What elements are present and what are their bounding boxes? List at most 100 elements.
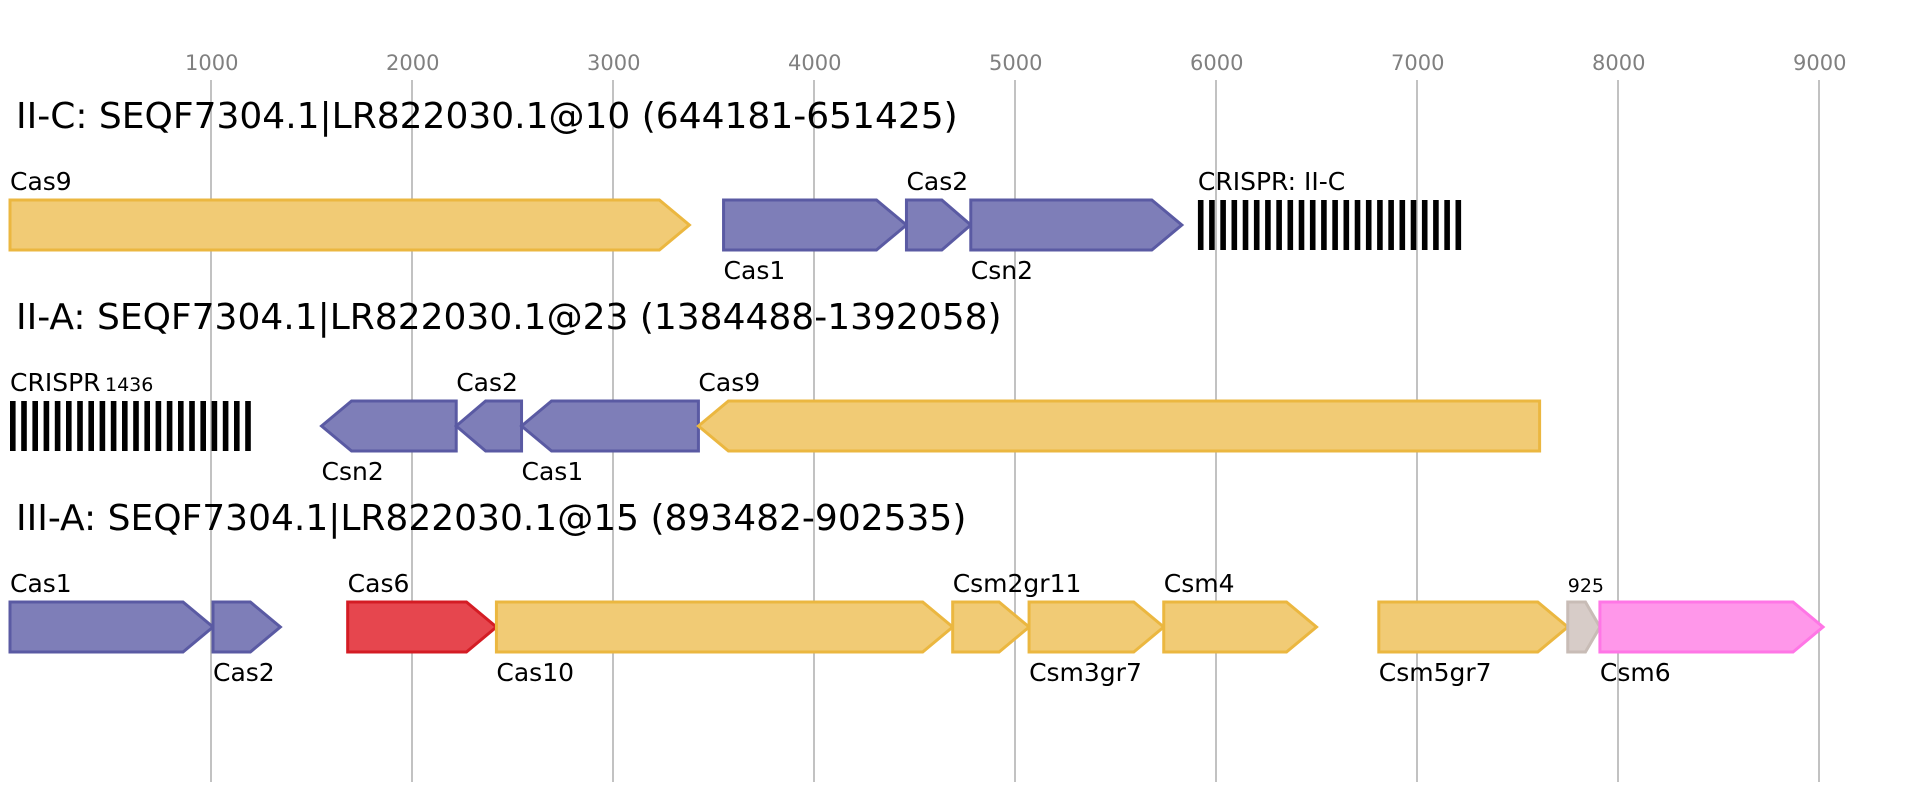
crispr-repeat bbox=[1444, 200, 1450, 250]
track-title: II-C: SEQF7304.1|LR822030.1@10 (644181-6… bbox=[16, 96, 958, 137]
tick-label-8000: 8000 bbox=[1592, 51, 1645, 75]
crispr-repeat bbox=[77, 401, 83, 451]
crispr-repeat bbox=[1242, 200, 1249, 250]
feature-cas1[interactable]: Cas1 bbox=[722, 198, 909, 285]
tick-label-9000: 9000 bbox=[1793, 51, 1846, 75]
feature-csm5gr7[interactable]: Csm5gr7 bbox=[1377, 600, 1571, 687]
crispr-repeat bbox=[222, 401, 229, 451]
feature-crispr-ii-c[interactable]: CRISPR: II-C bbox=[1197, 167, 1462, 250]
tick-label-1000: 1000 bbox=[185, 51, 238, 75]
crispr-repeat bbox=[200, 401, 206, 451]
feature-cas9[interactable]: Cas9 bbox=[696, 368, 1542, 453]
gene-label: Csn2 bbox=[322, 457, 384, 486]
crispr-repeat bbox=[10, 401, 16, 451]
gene-label: Csm2gr11 bbox=[953, 569, 1082, 598]
tick-label-5000: 5000 bbox=[989, 51, 1042, 75]
gene-arrow[interactable] bbox=[1377, 600, 1571, 654]
feature-cas2[interactable]: Cas2 bbox=[453, 368, 524, 453]
feature-cas1[interactable]: Cas1 bbox=[519, 399, 700, 486]
crispr-repeat bbox=[133, 401, 139, 451]
gene-arrow[interactable] bbox=[1027, 600, 1167, 654]
gene-arrow[interactable] bbox=[494, 600, 956, 654]
crispr-repeat bbox=[99, 401, 106, 451]
crispr-repeat bbox=[1410, 200, 1417, 250]
crispr-repeat bbox=[43, 401, 50, 451]
crispr-repeat bbox=[1309, 200, 1316, 250]
gene-arrow[interactable] bbox=[722, 198, 909, 252]
gene-arrow[interactable] bbox=[211, 600, 283, 654]
tick-label-2000: 2000 bbox=[386, 51, 439, 75]
crispr-repeat bbox=[1321, 200, 1327, 250]
crispr-repeat bbox=[1220, 200, 1226, 250]
crispr-repeat bbox=[1433, 200, 1439, 250]
gene-arrow[interactable] bbox=[1598, 600, 1826, 654]
gene-label: CRISPR: II-C bbox=[1198, 167, 1345, 196]
crispr-repeat bbox=[32, 401, 38, 451]
crispr-repeat bbox=[122, 401, 128, 451]
feature-cas2[interactable]: Cas2 bbox=[904, 167, 974, 252]
gene-arrow[interactable] bbox=[346, 600, 499, 654]
gene-label: Cas6 bbox=[348, 569, 410, 598]
crispr-repeat bbox=[1354, 200, 1361, 250]
tick-label-6000: 6000 bbox=[1190, 51, 1243, 75]
gene-label: Csm5gr7 bbox=[1379, 658, 1492, 687]
feature-csm2gr11[interactable]: Csm2gr11 bbox=[951, 569, 1082, 654]
feature-cas1[interactable]: Cas1 bbox=[8, 569, 216, 654]
crispr-repeat bbox=[245, 401, 251, 451]
gene-arrow[interactable] bbox=[1566, 600, 1602, 654]
track-title: II-A: SEQF7304.1|LR822030.1@23 (1384488-… bbox=[16, 297, 1002, 338]
crispr-repeat bbox=[189, 401, 195, 451]
gene-arrow[interactable] bbox=[519, 399, 700, 453]
feature-csn2[interactable]: Csn2 bbox=[319, 399, 458, 486]
crispr-repeat bbox=[1388, 200, 1394, 250]
gene-label: Cas1 bbox=[724, 256, 786, 285]
feature-cas9[interactable]: Cas9 bbox=[8, 167, 692, 252]
gene-label: Cas2 bbox=[456, 368, 518, 397]
gene-arrow[interactable] bbox=[8, 198, 692, 252]
feature-csm3gr7[interactable]: Csm3gr7 bbox=[1027, 600, 1167, 687]
feature-csm4[interactable]: Csm4 bbox=[1162, 569, 1319, 654]
gene-label: CRISPR bbox=[10, 368, 101, 397]
track-title: III-A: SEQF7304.1|LR822030.1@15 (893482-… bbox=[16, 498, 966, 539]
gene-label: Cas9 bbox=[698, 368, 760, 397]
tick-label-3000: 3000 bbox=[587, 51, 640, 75]
crispr-repeat bbox=[1421, 200, 1428, 250]
crispr-repeat bbox=[211, 401, 218, 451]
gene-label: Csm3gr7 bbox=[1029, 658, 1142, 687]
gene-arrow[interactable] bbox=[8, 600, 216, 654]
feature-csn2[interactable]: Csn2 bbox=[969, 198, 1185, 285]
gene-arrow[interactable] bbox=[696, 399, 1542, 453]
feature-csm6[interactable]: Csm6 bbox=[1598, 600, 1826, 687]
feature-925[interactable]: 925 bbox=[1566, 575, 1604, 654]
crispr-repeat bbox=[1377, 200, 1383, 250]
crispr-repeat bbox=[66, 401, 72, 451]
feature-cas6[interactable]: Cas6 bbox=[346, 569, 499, 654]
crispr-repeat bbox=[155, 401, 162, 451]
tick-label-7000: 7000 bbox=[1391, 51, 1444, 75]
crispr-repeat bbox=[1276, 200, 1282, 250]
gene-label: Csm6 bbox=[1600, 658, 1671, 687]
crispr-repeat bbox=[21, 401, 27, 451]
gene-label: Csm4 bbox=[1164, 569, 1235, 598]
gene-arrow[interactable] bbox=[319, 399, 458, 453]
crispr-repeat bbox=[1298, 200, 1305, 250]
gene-label: Cas1 bbox=[522, 457, 584, 486]
gene-arrow[interactable] bbox=[1162, 600, 1319, 654]
tracks: II-C: SEQF7304.1|LR822030.1@10 (644181-6… bbox=[8, 96, 1826, 687]
crispr-repeat bbox=[1197, 200, 1204, 250]
feature-cas2[interactable]: Cas2 bbox=[211, 600, 283, 687]
crispr-repeat bbox=[1399, 200, 1406, 250]
gene-arrow[interactable] bbox=[951, 600, 1032, 654]
gene-arrow[interactable] bbox=[453, 399, 524, 453]
track-ii-c: II-C: SEQF7304.1|LR822030.1@10 (644181-6… bbox=[8, 96, 1462, 285]
gene-label: Cas2 bbox=[906, 167, 968, 196]
crispr-repeat bbox=[178, 401, 184, 451]
crispr-repeat bbox=[1265, 200, 1271, 250]
crispr-repeat bbox=[1332, 200, 1338, 250]
crispr-repeat bbox=[144, 401, 150, 451]
feature-cas10[interactable]: Cas10 bbox=[494, 600, 956, 687]
gene-arrow[interactable] bbox=[904, 198, 974, 252]
gene-arrow[interactable] bbox=[969, 198, 1185, 252]
